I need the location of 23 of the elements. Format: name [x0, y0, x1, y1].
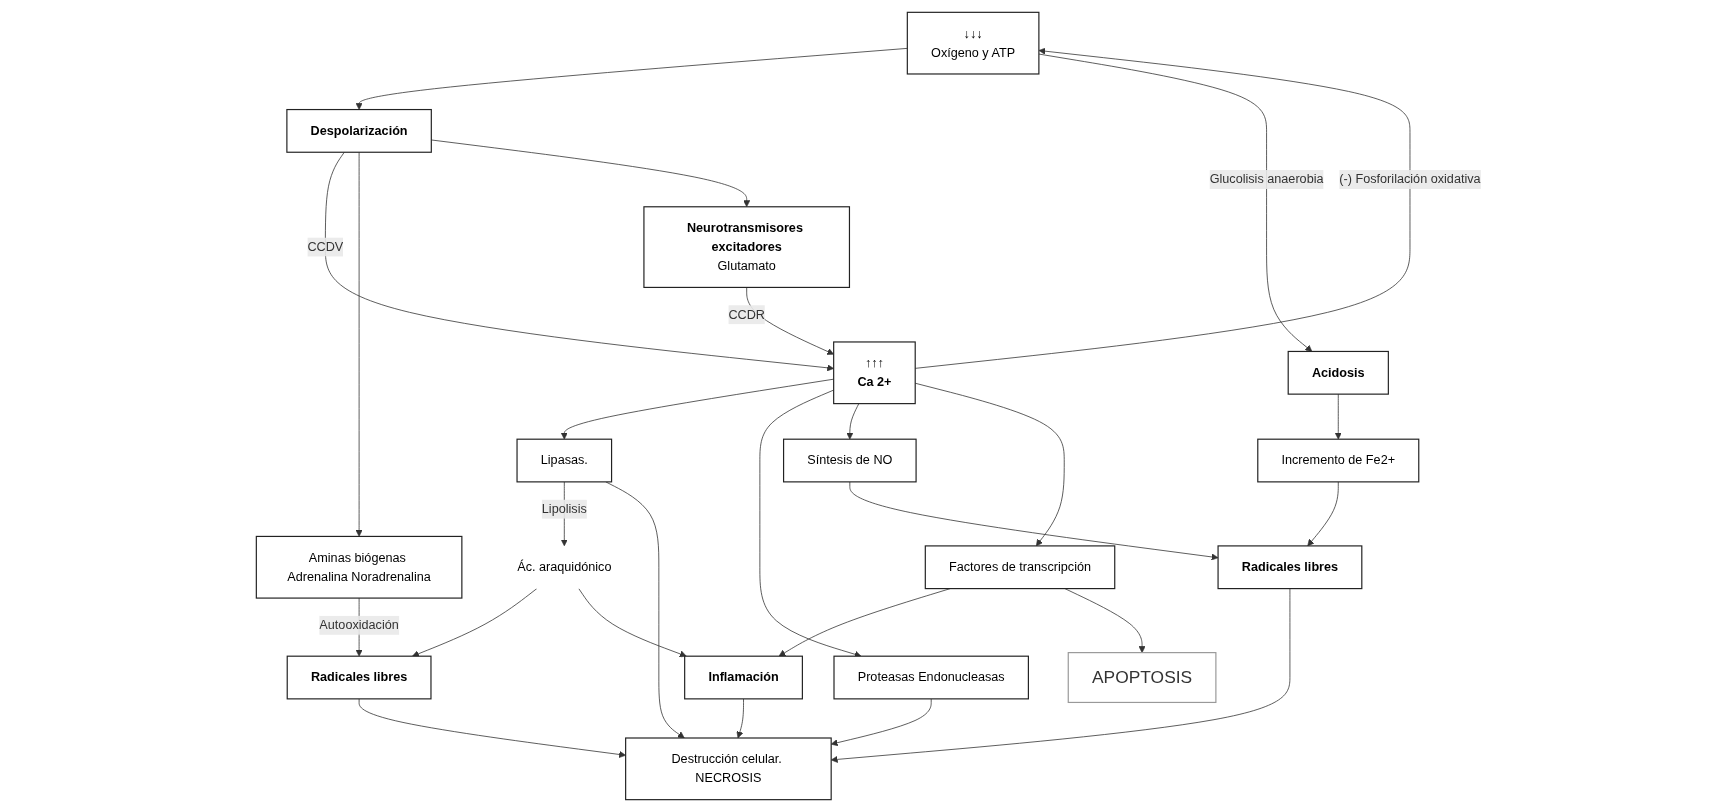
edge-label: CCDR: [727, 307, 765, 322]
node-box: Síntesis de NO: [782, 438, 917, 483]
edge-label: (-) Fosforilación oxidativa: [1338, 172, 1481, 186]
edge-label: CCDV: [306, 239, 343, 254]
edge-label: Autooxidación: [318, 618, 399, 632]
node-box: Aminas biógenas Adrenalina Noradrenalina: [255, 535, 462, 599]
node-box: ↑↑↑ Ca 2+: [832, 341, 916, 405]
node-box: Incremento de Fe2+: [1256, 438, 1419, 483]
node-box: Proteasas Endonucleasas: [832, 655, 1029, 700]
node-box: ↓↓↓ Oxígeno y ATP: [906, 11, 1039, 75]
node-box: APOPTOSIS: [1067, 652, 1216, 704]
edge-label: Glucolisis anaerobia: [1209, 172, 1324, 186]
node-box: Acidosis: [1287, 350, 1389, 395]
node-box: Neurotransmisores excitadores Glutamato: [642, 206, 850, 288]
node-box: Lipasas.: [515, 438, 612, 483]
node-box: Radicales libres: [1217, 545, 1362, 590]
edge-label: Lipolisis: [541, 502, 587, 516]
node-text: Ác. araquidónico: [516, 560, 611, 574]
node-box: Factores de transcripción: [924, 545, 1115, 590]
node-box: Despolarización: [285, 108, 432, 153]
node-box: Destrucción celular. NECROSIS: [624, 737, 832, 801]
node-box: Radicales libres: [286, 655, 432, 700]
node-box: Inflamación: [683, 655, 803, 700]
